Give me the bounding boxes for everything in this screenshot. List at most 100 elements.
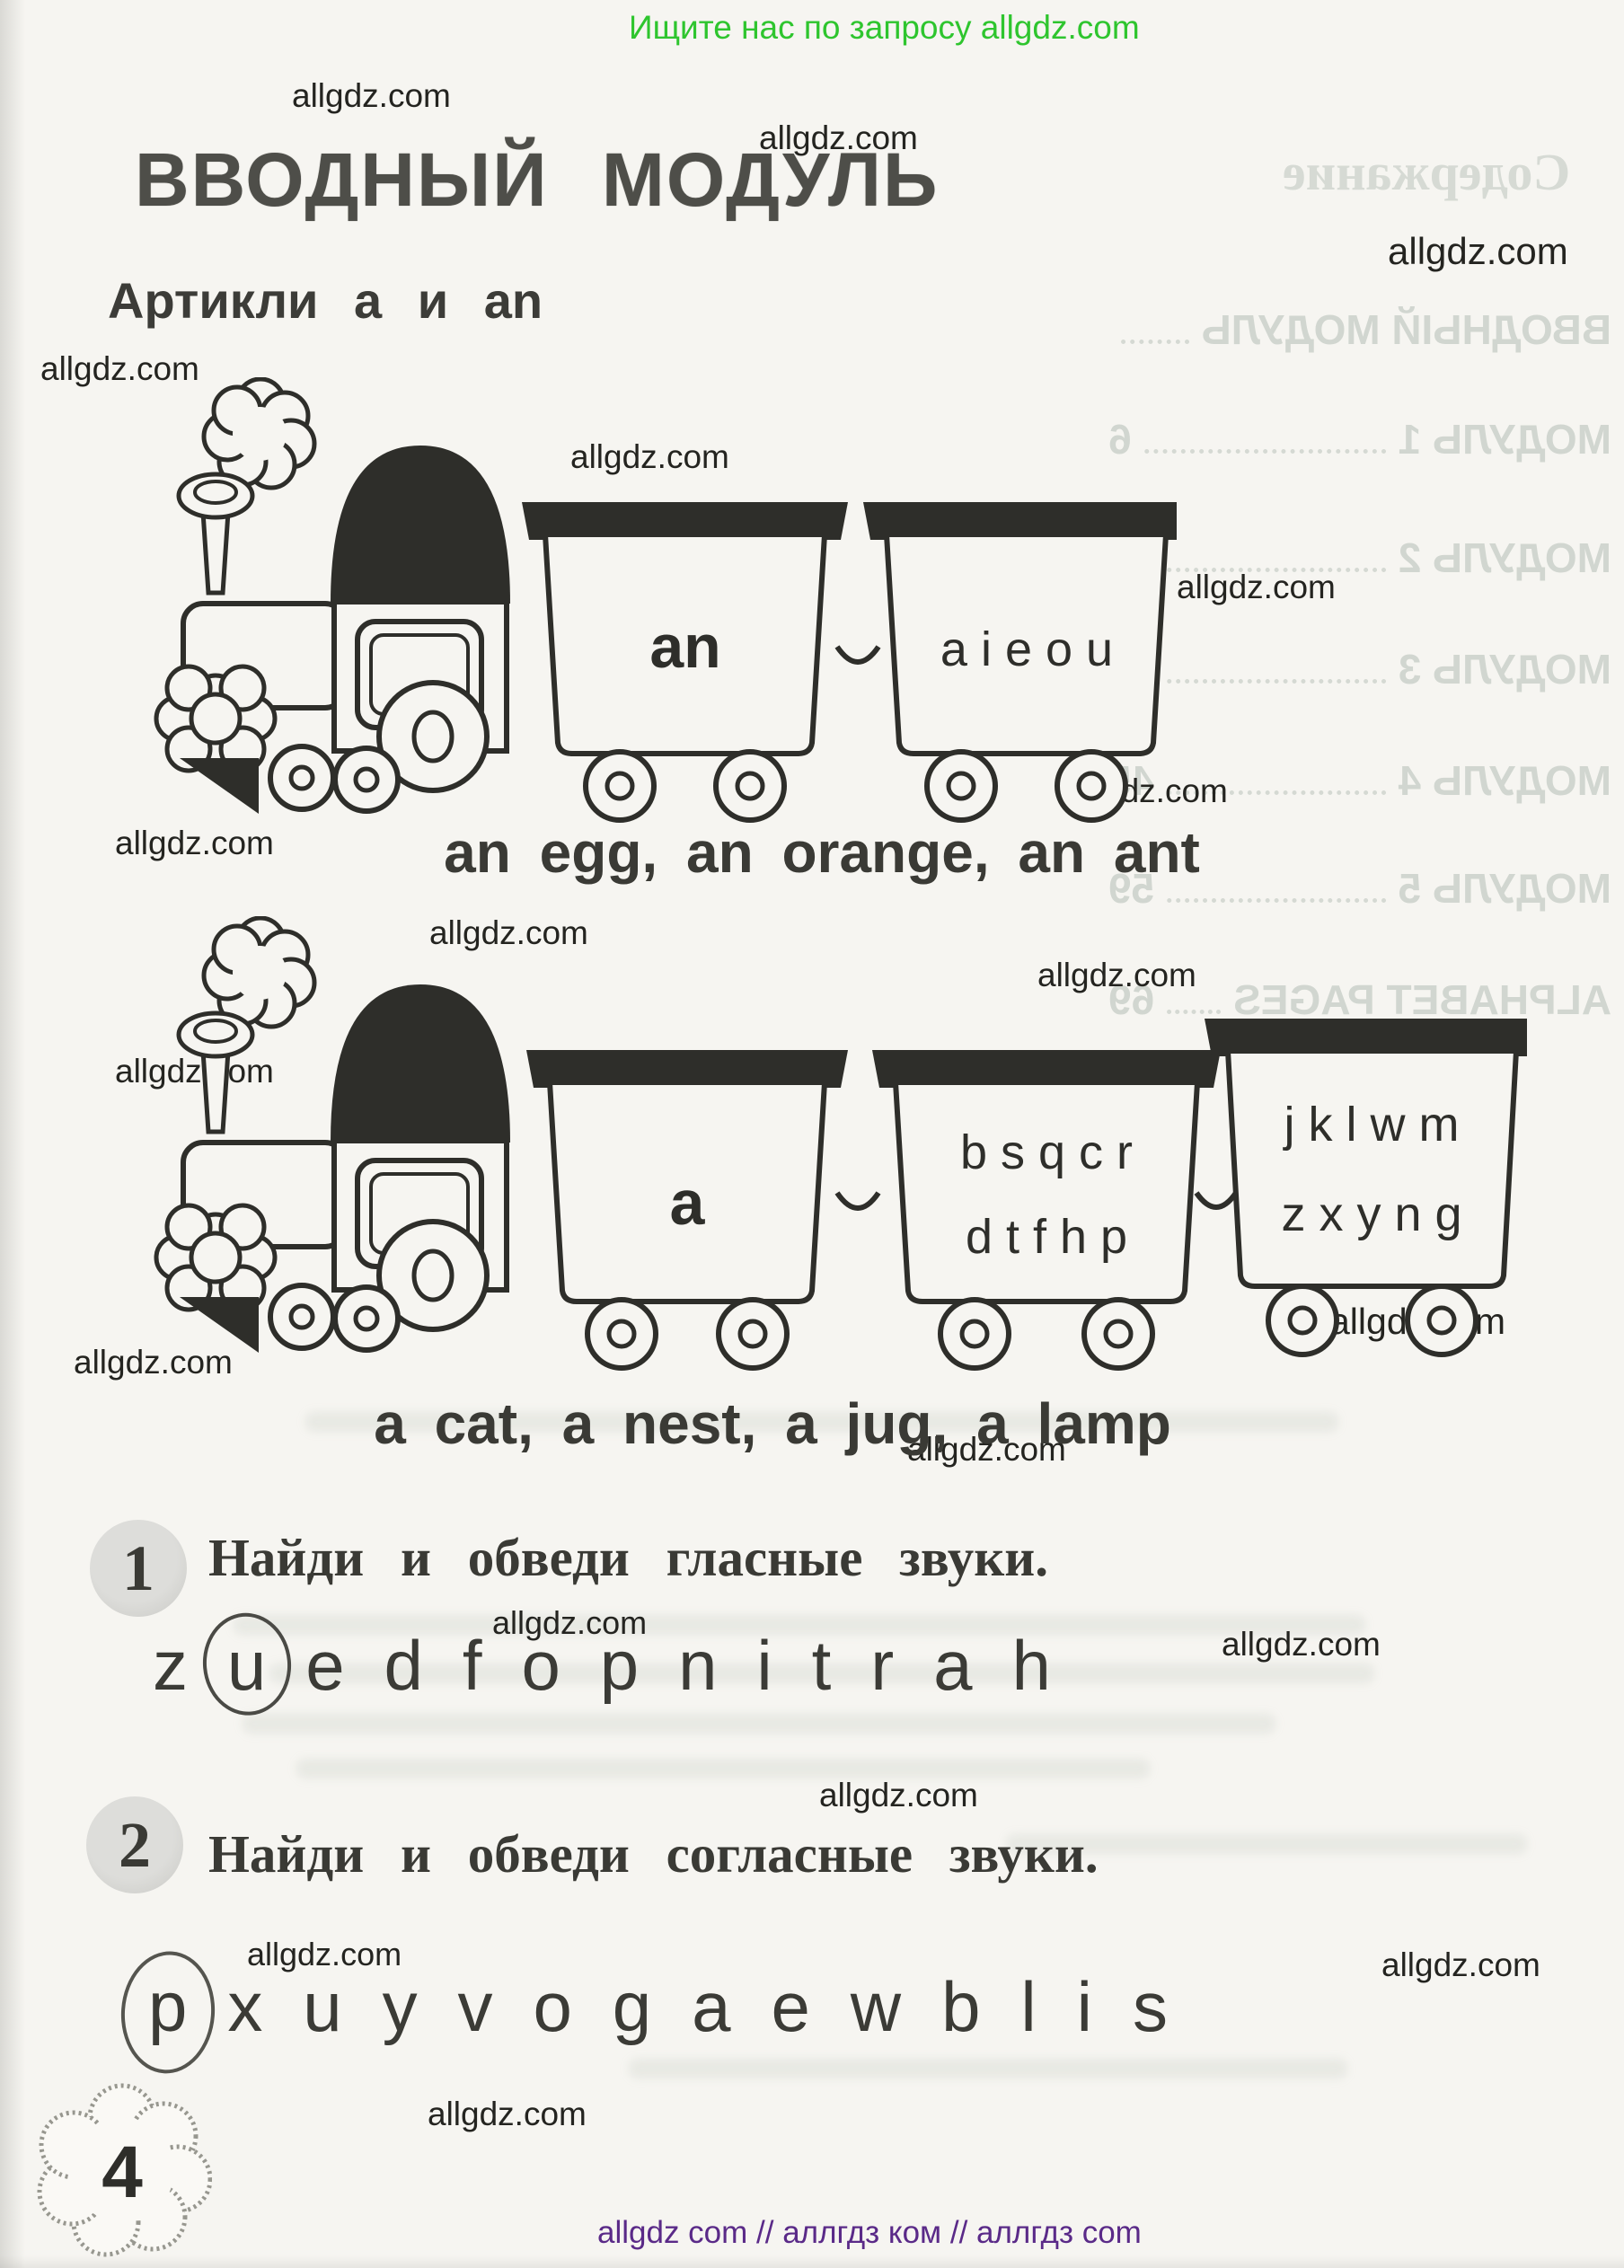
wagon-body xyxy=(883,532,1169,756)
watermark: allgdz.com xyxy=(115,1053,274,1090)
wagon-roof xyxy=(863,502,1177,540)
letter: s xyxy=(1132,1967,1168,2046)
wagon-label: z x y n g xyxy=(1281,1187,1461,1241)
bleedthrough-contents-heading: Содержание xyxy=(1282,143,1570,201)
watermark: allgdz.com xyxy=(759,119,918,156)
wagon-an: an xyxy=(522,502,848,823)
exercise-number: 2 xyxy=(119,1808,151,1881)
coupler-icon xyxy=(1194,1191,1239,1210)
cab-roof xyxy=(331,984,510,1143)
wagon-roof xyxy=(872,1050,1221,1088)
letter: o xyxy=(521,1626,560,1705)
watermark: allgdz.com xyxy=(247,1936,402,1972)
wagon-label: a i e o u xyxy=(940,622,1113,676)
watermark: allgdz.com xyxy=(1381,1946,1540,1983)
bleedthrough-smudge xyxy=(296,1759,1150,1778)
daisy-wheel-icon xyxy=(154,1203,278,1312)
bleedthrough-smudge xyxy=(234,1615,1365,1635)
bottom-site-banner: allgdz com // аллгдз ком // аллгдз com xyxy=(597,2215,1142,2250)
watermark: allgdz.com xyxy=(115,825,274,861)
section-title: Артикли a и an xyxy=(108,272,543,329)
exercise1-number-badge: 1 xyxy=(90,1520,187,1617)
exercise1-letter-row: z u e d f o p n i t r a h xyxy=(153,1609,1051,1719)
cow-catcher xyxy=(180,1297,259,1353)
wagon-label: d t f h p xyxy=(966,1210,1127,1264)
train-an-illustration: an a i e o u xyxy=(154,377,1177,823)
letter-circled: u xyxy=(198,1609,296,1719)
letter: a xyxy=(933,1626,973,1705)
locomotive-drawing xyxy=(154,916,510,1353)
wagon-body xyxy=(546,1080,828,1304)
letter: x xyxy=(227,1967,263,2046)
bleedthrough-line: МОДУЛЬ 331 xyxy=(1108,645,1611,693)
letter: r xyxy=(870,1626,895,1705)
wagon-vowels: a i e o u xyxy=(863,502,1177,823)
watermark: allgdz.com xyxy=(74,1344,233,1381)
wagon-roof xyxy=(1205,1019,1527,1056)
bleedthrough-smudge xyxy=(269,1663,1374,1683)
exercise2-number-badge: 2 xyxy=(86,1796,183,1893)
page-number: 4 xyxy=(102,2131,143,2213)
watermark: allgdz.com xyxy=(1388,230,1568,272)
page-number-flower: 4 xyxy=(37,2083,212,2257)
page-title: ВВОДНЫЙ МОДУЛЬ xyxy=(135,137,940,222)
coupler-icon xyxy=(834,645,881,665)
wagon-consonants-1: b s q c r d t f h p xyxy=(872,1050,1221,1371)
letter: b xyxy=(941,1967,981,2046)
letter: n xyxy=(678,1626,718,1705)
scan-bottom-shadow xyxy=(0,2255,1624,2268)
caption-an-examples: an egg, an orange, an ant xyxy=(444,820,1200,885)
exercise-number: 1 xyxy=(122,1531,154,1604)
letter: u xyxy=(303,1967,342,2046)
bleedthrough-smudge xyxy=(1006,1834,1527,1854)
wagon-consonants-2: j k l w m z x y n g xyxy=(1205,1019,1527,1357)
exercise1-title: Найди и обведи гласные звуки. xyxy=(208,1528,1048,1587)
watermark: allgdz.com xyxy=(1037,957,1196,993)
letter: p xyxy=(599,1626,640,1705)
watermark: allgdz.com xyxy=(1177,569,1336,605)
exercise2-letter-row: p x u y v o g a e w b l i s xyxy=(117,1947,1168,2077)
letter: o xyxy=(533,1967,572,2046)
smoke-cloud-icon xyxy=(201,916,317,1029)
letter-circled: p xyxy=(117,1947,219,2077)
letter: h xyxy=(1011,1626,1051,1705)
letter: i xyxy=(756,1626,772,1705)
bleedthrough-smudge xyxy=(305,1412,1338,1432)
letter: y xyxy=(382,1967,418,2046)
wagon-body xyxy=(892,1080,1201,1304)
watermark: allgdz.com xyxy=(428,2096,587,2132)
wagon-roof xyxy=(522,502,848,540)
search-promo-banner: Ищите нас по запросу allgdz.com xyxy=(629,9,1140,46)
watermark: allgdz.com xyxy=(907,1431,1066,1468)
letter: g xyxy=(612,1967,652,2046)
scan-edge-shadow xyxy=(0,0,25,2268)
letter: a xyxy=(692,1967,731,2046)
coupler-icon xyxy=(834,1191,881,1211)
wagon-body xyxy=(542,532,828,756)
cab-roof xyxy=(331,446,510,604)
letter: i xyxy=(1076,1967,1093,2046)
wagon-label: an xyxy=(649,613,720,681)
letter: d xyxy=(384,1626,423,1705)
wagon-label: b s q c r xyxy=(960,1125,1133,1179)
locomotive-drawing xyxy=(154,377,510,814)
daisy-wheel-icon xyxy=(154,664,278,773)
wagon-body xyxy=(1224,1048,1520,1289)
exercise2-title: Найди и обведи согласные звуки. xyxy=(208,1824,1099,1884)
wagon-roof xyxy=(526,1050,848,1088)
letter: l xyxy=(1020,1967,1037,2046)
bleedthrough-line: ВВОДНЫЙ МОДУЛЬ xyxy=(1108,305,1611,354)
cow-catcher xyxy=(180,758,259,814)
letter: e xyxy=(771,1967,810,2046)
watermark: allgdz.com xyxy=(1222,1626,1381,1663)
wagon-label: j k l w m xyxy=(1283,1098,1460,1152)
watermark: allgdz.com xyxy=(429,914,588,951)
letter: v xyxy=(457,1967,493,2046)
bleedthrough-smudge xyxy=(243,1714,1275,1734)
smoke-cloud-icon xyxy=(201,377,317,490)
letter: e xyxy=(305,1626,345,1705)
watermark: allgdz.com xyxy=(292,77,451,114)
watermark: allgdz.com xyxy=(40,350,199,387)
